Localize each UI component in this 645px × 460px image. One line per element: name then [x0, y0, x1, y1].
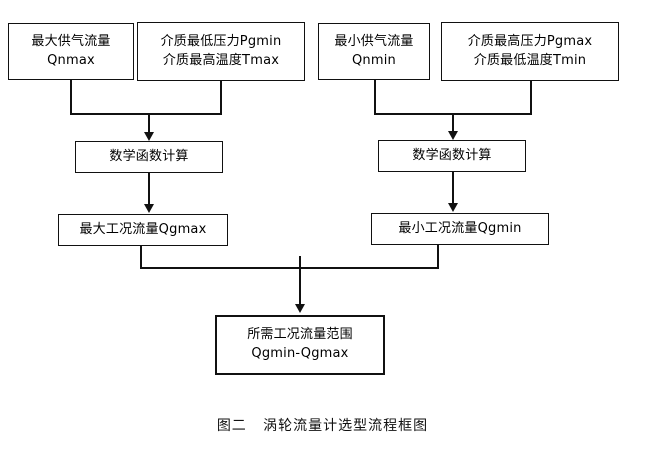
connector-pgmin-drop [220, 81, 222, 114]
node-pgmax-tmin-line1: 介质最高压力Pgmax [467, 33, 593, 49]
arrowhead-to-qgmin [448, 203, 458, 212]
arrowhead-to-qgmax [144, 204, 154, 213]
node-result-line1: 所需工况流量范围 [247, 327, 353, 343]
node-qnmin-line1: 最小供气流量 [334, 33, 414, 49]
node-pgmax-tmin-line2: 介质最低温度Tmin [473, 52, 587, 68]
node-required-flow-range[interactable]: 所需工况流量范围 Qgmin-Qgmax [215, 315, 385, 375]
node-qgmax-label: 最大工况流量Qgmax [79, 221, 207, 237]
connector-right-stem [452, 113, 454, 134]
figure-caption: 图二 涡轮流量计选型流程框图 [216, 418, 429, 434]
node-pgmin-tmax-line1: 介质最低压力Pgmin [160, 33, 282, 49]
node-calc-right-label: 数学函数计算 [412, 147, 492, 163]
node-math-function-calc-left[interactable]: 数学函数计算 [75, 141, 223, 173]
node-qnmin-line2: Qnmin [352, 52, 396, 68]
connector-qgmin-drop [437, 245, 439, 268]
node-math-function-calc-right[interactable]: 数学函数计算 [378, 140, 526, 172]
node-calc-left-label: 数学函数计算 [109, 148, 189, 164]
connector-qgmax-drop [140, 246, 142, 268]
node-min-pressure-max-temp[interactable]: 介质最低压力Pgmin 介质最高温度Tmax [137, 22, 305, 81]
node-qnmax-line2: Qnmax [47, 52, 95, 68]
node-qgmin-label: 最小工况流量Qgmin [398, 220, 522, 236]
node-qnmax-line1: 最大供气流量 [31, 33, 111, 49]
node-max-pressure-min-temp[interactable]: 介质最高压力Pgmax 介质最低温度Tmin [441, 22, 619, 81]
connector-qnmin-drop [374, 80, 376, 114]
arrowhead-to-calc-right [448, 131, 458, 140]
arrowhead-to-result [295, 304, 305, 313]
connector-calcleft-to-qgmax [148, 173, 150, 205]
connector-left-merge-bar [70, 113, 222, 115]
node-min-supply-flow[interactable]: 最小供气流量 Qnmin [318, 23, 430, 80]
node-min-working-flow[interactable]: 最小工况流量Qgmin [371, 213, 549, 245]
connector-left-stem [148, 113, 150, 135]
node-max-working-flow[interactable]: 最大工况流量Qgmax [58, 214, 228, 246]
node-result-line2: Qgmin-Qgmax [251, 346, 349, 361]
connector-result-stem [299, 256, 301, 306]
connector-pgmax-drop [530, 81, 532, 114]
arrowhead-to-calc-left [144, 132, 154, 141]
connector-calcright-to-qgmin [452, 172, 454, 204]
connector-bottom-merge-bar [140, 267, 439, 269]
connector-qnmax-drop [70, 80, 72, 114]
node-pgmin-tmax-line2: 介质最高温度Tmax [162, 52, 280, 68]
node-max-supply-flow[interactable]: 最大供气流量 Qnmax [8, 23, 134, 80]
